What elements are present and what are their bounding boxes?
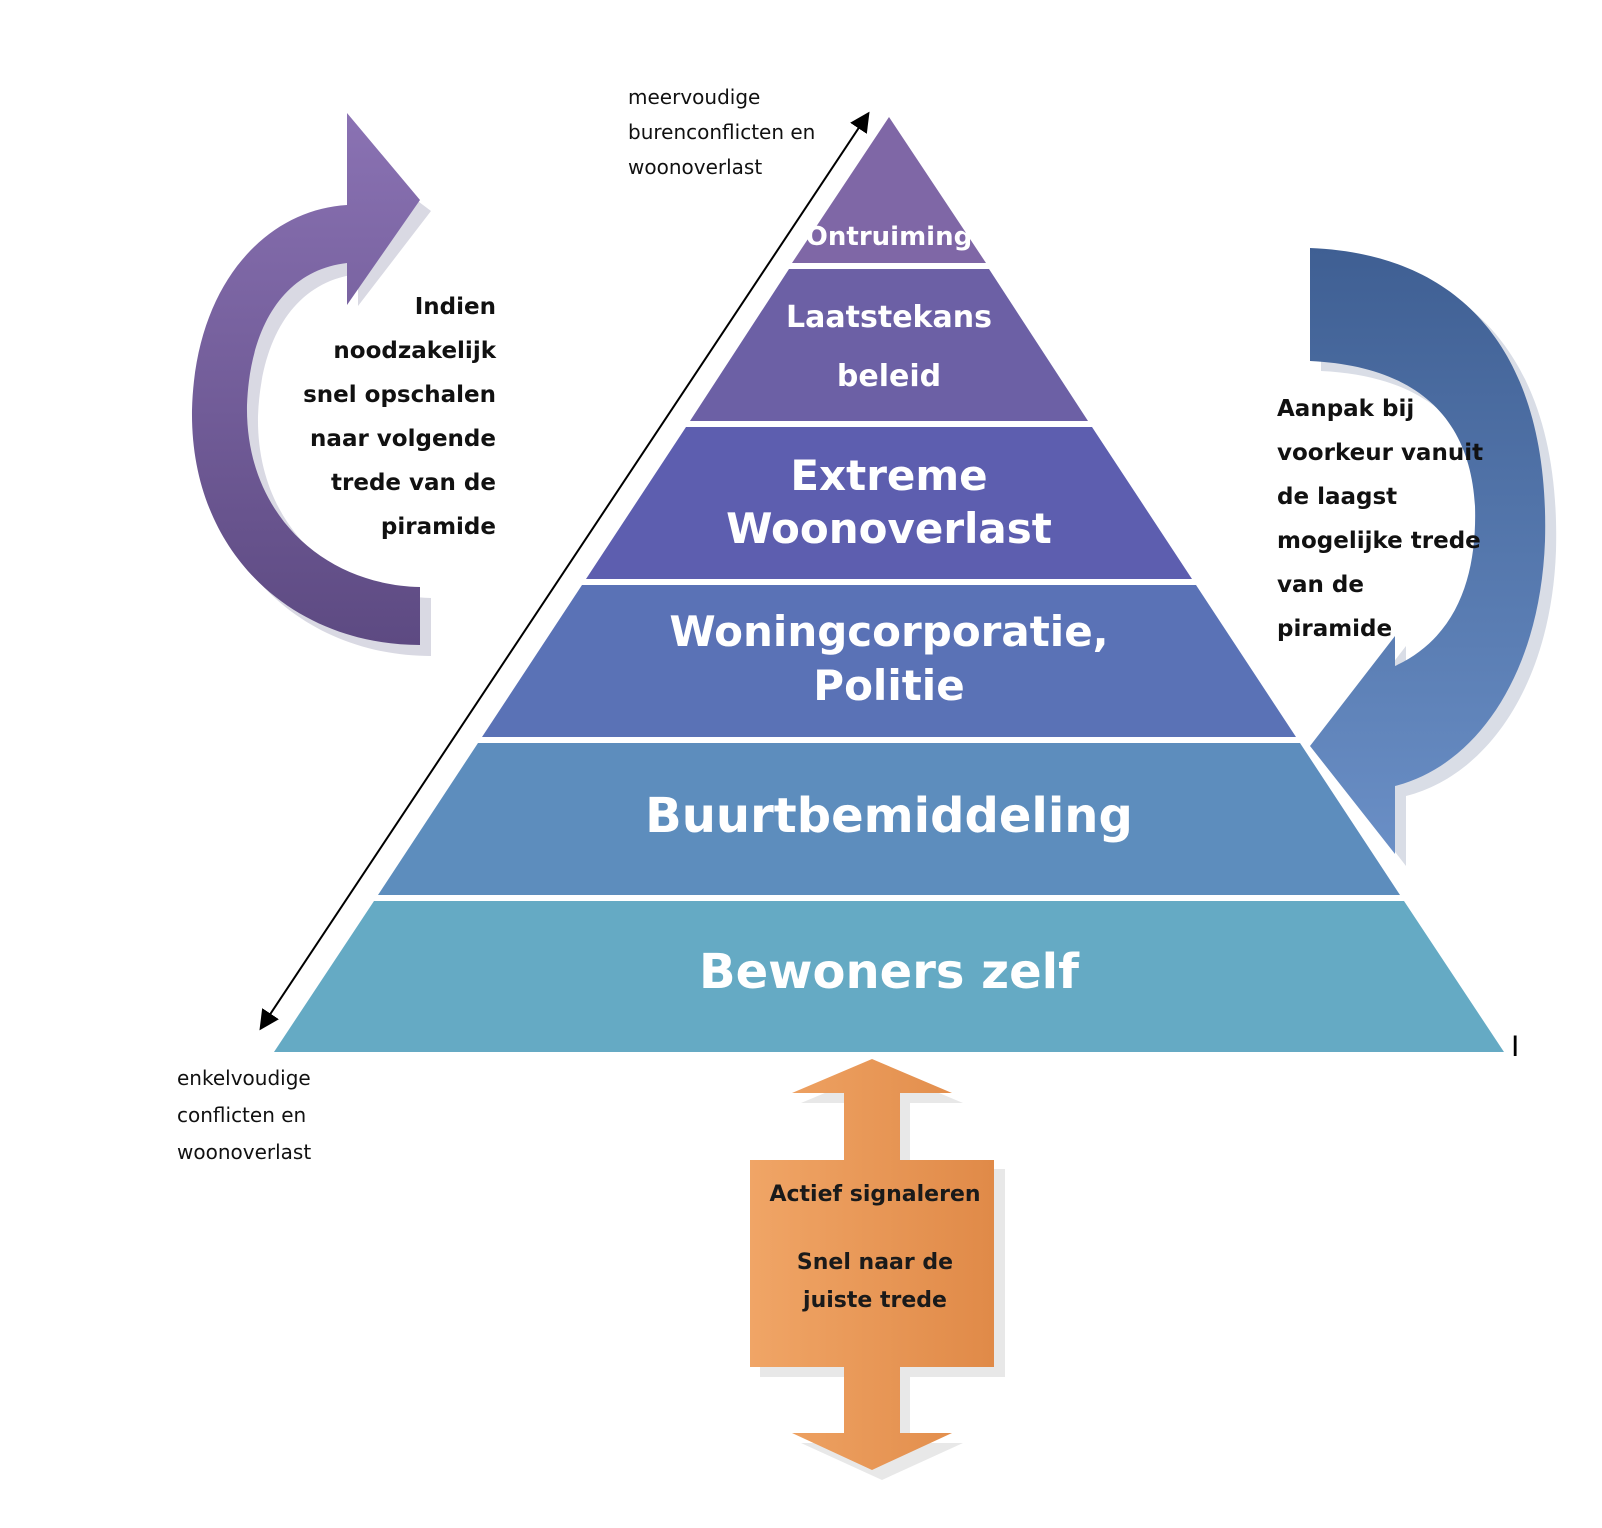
escalate-text-line2: noodzakelijk	[333, 338, 496, 364]
tier-extreme-woonoverlast	[586, 427, 1192, 579]
tier-label-extreme-line1: Extreme	[790, 451, 987, 500]
signal-arrow	[750, 1059, 1005, 1480]
top-note: meervoudige burenconflicten en woonoverl…	[628, 80, 815, 185]
signal-box-line2: Snel naar de	[796, 1250, 954, 1275]
top-note-line3: woonoverlast	[628, 155, 763, 179]
tier-label-buurtbemiddeling: Buurtbemiddeling	[645, 788, 1133, 844]
approach-text-line6: piramide	[1277, 616, 1393, 642]
approach-text-line5: van de	[1277, 572, 1364, 598]
tier-label-extreme-line2: Woonoverlast	[726, 504, 1052, 553]
approach-text-line2: voorkeur vanuit	[1277, 440, 1484, 466]
approach-text-line4: mogelijke trede	[1277, 528, 1481, 554]
tier-label-laatstekans-line1: Laatstekans	[786, 300, 992, 335]
escalation-scale-arrow	[259, 111, 870, 1031]
escalate-text-line1: Indien	[414, 294, 496, 320]
bottom-note-line2: conflicten en	[177, 1103, 307, 1127]
escalate-text-line6: piramide	[380, 514, 496, 540]
descend-arrow	[1310, 248, 1557, 866]
tier-label-bewoners-zelf: Bewoners zelf	[699, 944, 1080, 1000]
tier-label-laatstekans-line2: beleid	[837, 359, 941, 394]
tier-label-woningcorporatie-line2: Politie	[813, 661, 964, 710]
bottom-note-line3: woonoverlast	[177, 1140, 312, 1164]
approach-text-line3: de laagst	[1277, 484, 1398, 510]
approach-text-line1: Aanpak bij	[1277, 396, 1415, 422]
escalate-text-line3: snel opschalen	[303, 382, 496, 408]
signal-box-line1: Actief signaleren	[769, 1182, 981, 1207]
tier-label-woningcorporatie-line1: Woningcorporatie,	[669, 607, 1108, 656]
escalate-text-line4: naar volgende	[310, 426, 496, 452]
signal-box-line3: juiste trede	[803, 1288, 947, 1313]
stray-mark: I	[1511, 1030, 1519, 1063]
approach-text: Aanpak bij voorkeur vanuit de laagst mog…	[1277, 387, 1483, 651]
bottom-note: enkelvoudige conflicten en woonoverlast	[177, 1060, 311, 1171]
top-note-line2: burenconflicten en	[628, 120, 816, 144]
escalate-text-line5: trede van de	[331, 470, 496, 496]
tier-label-ontruiming: Ontruiming	[806, 222, 972, 252]
bottom-note-line1: enkelvoudige	[177, 1066, 311, 1090]
signal-box-text: Actief signaleren Snel naar de juiste tr…	[755, 1180, 995, 1316]
top-note-line1: meervoudige	[628, 85, 761, 109]
escalate-text: Indien noodzakelijk snel opschalen naar …	[303, 285, 496, 549]
